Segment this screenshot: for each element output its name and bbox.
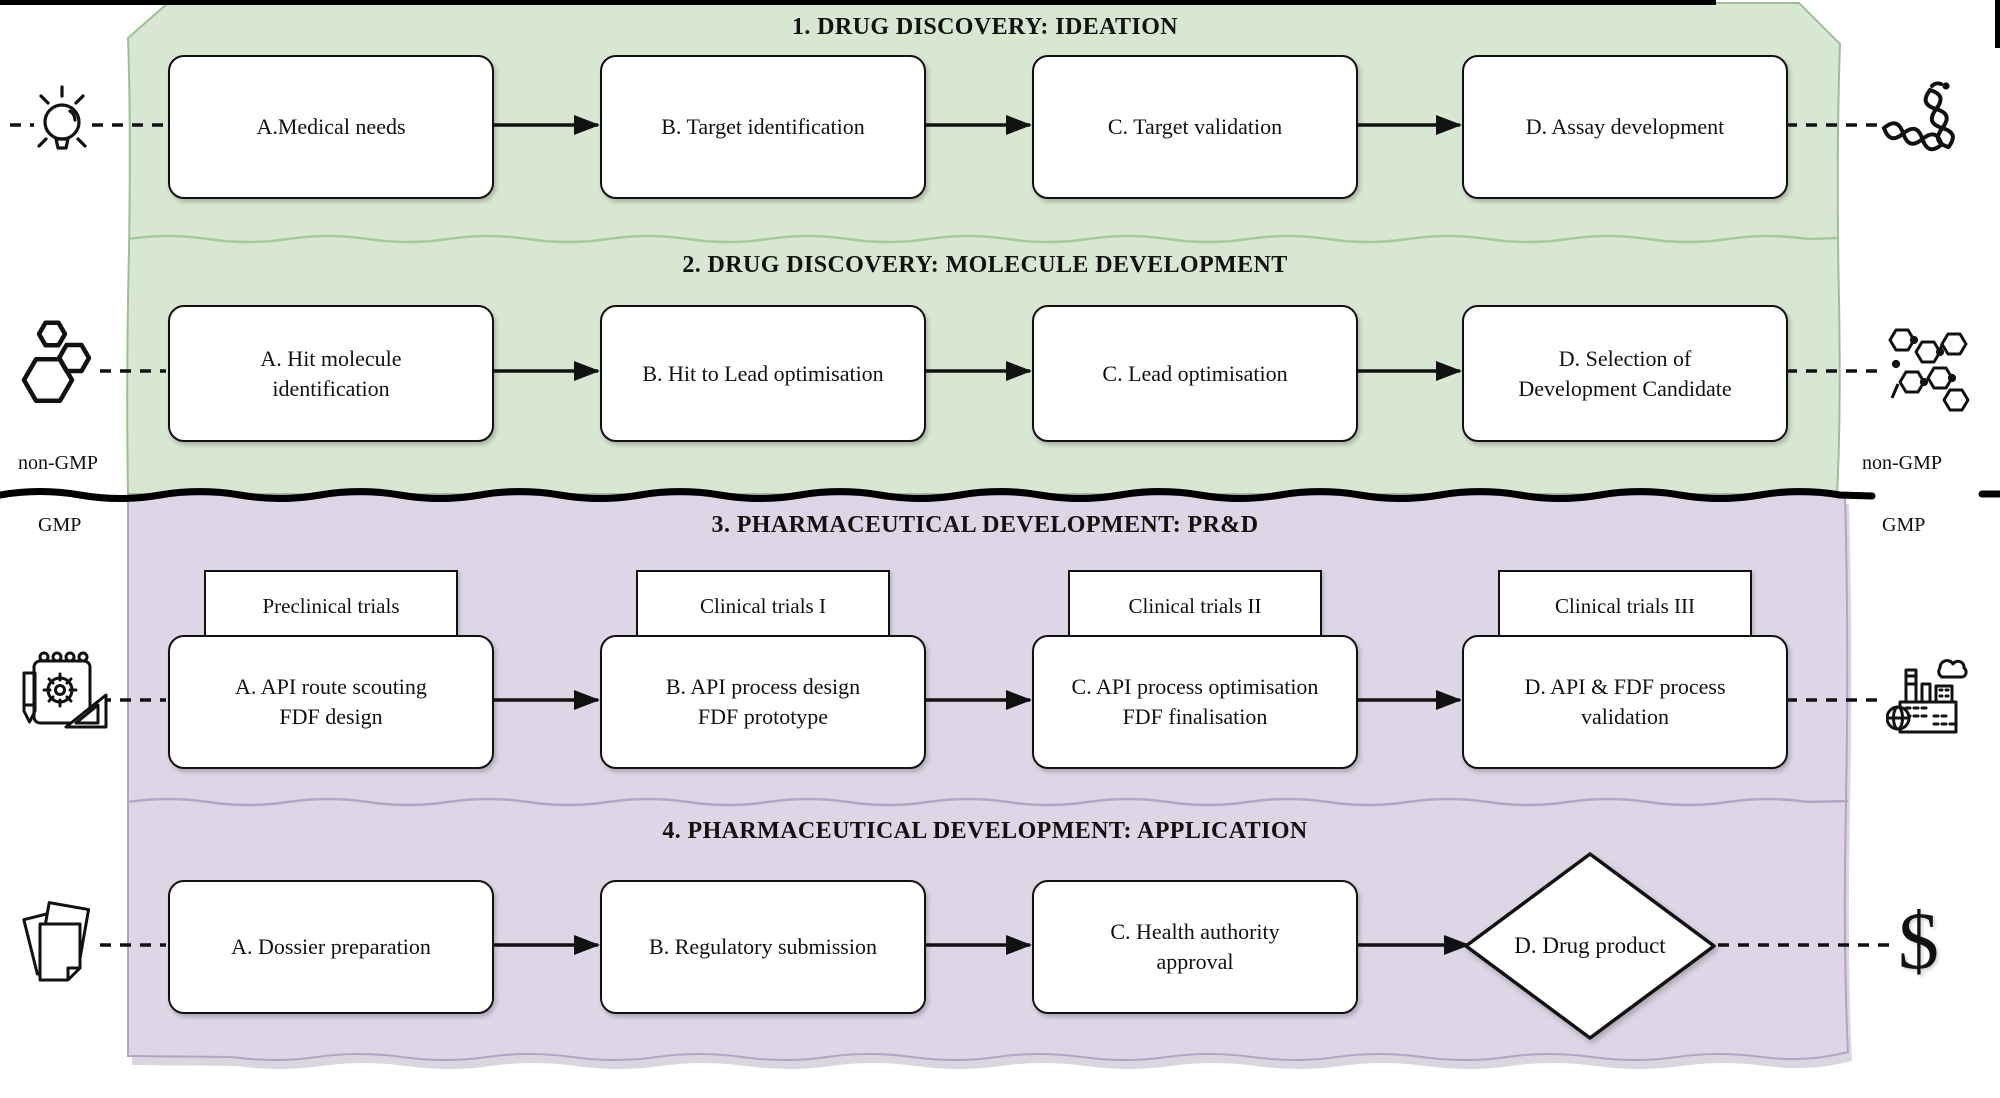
factory-icon xyxy=(1886,659,1968,734)
process-arrows xyxy=(492,115,1470,955)
process-box-api-process-optimisation: C. API process optimisation FDF finalisa… xyxy=(1032,635,1358,769)
documents-icon xyxy=(22,901,91,982)
process-box-label: B. Hit to Lead optimisation xyxy=(642,360,884,386)
process-box-label: C. Health authority approval xyxy=(1110,919,1280,974)
process-box-label: A.Medical needs xyxy=(256,114,406,140)
trial-label-text: Clinical trials I xyxy=(700,593,826,618)
process-box-process-validation: D. API & FDF process validation xyxy=(1462,635,1788,769)
process-box-label: D. API & FDF process validation xyxy=(1524,674,1726,729)
process-box-lead-optimisation: C. Lead optimisation xyxy=(1032,305,1358,442)
gmp-label-left: GMP xyxy=(38,514,82,536)
design-notepad-icon xyxy=(22,651,108,729)
process-box-development-candidate: D. Selection of Development Candidate xyxy=(1462,305,1788,442)
non-gmp-label-right: non-GMP xyxy=(1862,452,1943,474)
trial-label-preclinical: Preclinical trials xyxy=(204,570,458,642)
process-box-api-process-design: B. API process design FDF prototype xyxy=(600,635,926,769)
process-box-label: C. Target validation xyxy=(1107,114,1283,140)
gmp-label-right: GMP xyxy=(1882,514,1926,536)
process-box-label: B. Target identification xyxy=(661,114,865,140)
process-box-health-authority-approval: C. Health authority approval xyxy=(1032,880,1358,1014)
drug-product-diamond: D. Drug product xyxy=(1462,850,1718,1042)
molecule-structure-icon xyxy=(21,320,92,404)
dollar-sign-icon: $ xyxy=(1898,895,1939,986)
lightbulb-icon xyxy=(37,85,87,150)
trial-label-clinical-1: Clinical trials I xyxy=(636,570,890,642)
top-border-line xyxy=(0,0,1716,5)
dashed-connectors xyxy=(10,123,1892,947)
process-box-target-validation: C. Target validation xyxy=(1032,55,1358,199)
trial-label-text: Clinical trials III xyxy=(1555,593,1695,618)
diamond-label: D. Drug product xyxy=(1514,933,1666,958)
process-box-assay-development: D. Assay development xyxy=(1462,55,1788,199)
process-box-label: A. Hit molecule identification xyxy=(260,345,402,401)
process-box-label: D. Assay development xyxy=(1525,114,1725,140)
trial-label-clinical-3: Clinical trials III xyxy=(1498,570,1752,642)
molecule-cluster-icon xyxy=(1888,328,1970,412)
section-4-title: 4. PHARMACEUTICAL DEVELOPMENT: APPLICATI… xyxy=(662,818,1308,844)
section-3-4-separator xyxy=(127,797,1849,807)
process-box-target-identification: B. Target identification xyxy=(600,55,926,199)
process-box-api-route-scouting: A. API route scouting FDF design xyxy=(168,635,494,769)
trial-label-text: Clinical trials II xyxy=(1128,593,1262,618)
process-box-label: B. API process design FDF prototype xyxy=(665,674,861,729)
section-1-2-separator xyxy=(127,234,1839,244)
top-right-border-sliver xyxy=(1995,0,2000,48)
process-box-dossier-preparation: A. Dossier preparation xyxy=(168,880,494,1014)
trial-label-text: Preclinical trials xyxy=(262,593,400,618)
dna-helix-icon xyxy=(1882,81,1955,152)
trial-label-clinical-2: Clinical trials II xyxy=(1068,570,1322,642)
process-box-regulatory-submission: B. Regulatory submission xyxy=(600,880,926,1014)
process-box-hit-molecule-identification: A. Hit molecule identification xyxy=(168,305,494,442)
process-box-label: B. Regulatory submission xyxy=(649,934,877,960)
diamond-shape xyxy=(1464,852,1716,1040)
process-box-label: D. Selection of Development Candidate xyxy=(1518,345,1732,401)
process-box-label: C. API process optimisation FDF finalisa… xyxy=(1071,674,1319,729)
non-gmp-label-left: non-GMP xyxy=(18,452,99,474)
process-box-label: A. API route scouting FDF design xyxy=(235,674,427,729)
process-box-label: A. Dossier preparation xyxy=(231,934,431,960)
gmp-divider-line xyxy=(0,488,1876,502)
section-2-title: 2. DRUG DISCOVERY: MOLECULE DEVELOPMENT xyxy=(682,252,1288,278)
process-box-medical-needs: A.Medical needs xyxy=(168,55,494,199)
process-box-label: C. Lead optimisation xyxy=(1102,360,1288,386)
section-3-title: 3. PHARMACEUTICAL DEVELOPMENT: PR&D xyxy=(711,512,1259,538)
development-zone xyxy=(127,494,1850,1061)
section-1-title: 1. DRUG DISCOVERY: IDEATION xyxy=(791,14,1178,40)
process-box-hit-to-lead-optimisation: B. Hit to Lead optimisation xyxy=(600,305,926,442)
